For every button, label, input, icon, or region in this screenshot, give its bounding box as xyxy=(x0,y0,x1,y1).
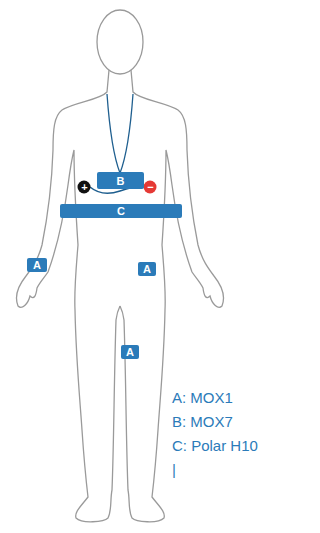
legend-text: | xyxy=(172,461,176,479)
sensor-box: A xyxy=(138,262,156,276)
neck-lanyard xyxy=(107,94,120,173)
positive-electrode xyxy=(78,181,91,194)
sensor-box: C xyxy=(60,204,182,218)
sensor-letter: A xyxy=(33,259,41,271)
sensor-letter: B xyxy=(117,175,125,187)
polarity-sign: − xyxy=(144,181,157,193)
sensor-box: B xyxy=(97,172,144,189)
body-outline xyxy=(120,70,224,522)
head-outline xyxy=(97,10,143,74)
sensor-letter: C xyxy=(117,205,125,217)
neck-lanyard xyxy=(120,94,133,173)
sensor-letter: A xyxy=(143,263,151,275)
legend-text: C: Polar H10 xyxy=(172,437,258,455)
sensor-letter: A xyxy=(126,346,134,358)
sensor-box: A xyxy=(121,345,139,359)
legend-text: A: MOX1 xyxy=(172,389,233,407)
negative-electrode xyxy=(144,181,157,194)
legend-text: B: MOX7 xyxy=(172,413,233,431)
sensor-box: A xyxy=(27,258,47,272)
polarity-sign: + xyxy=(78,181,91,193)
body-outline xyxy=(16,70,120,522)
